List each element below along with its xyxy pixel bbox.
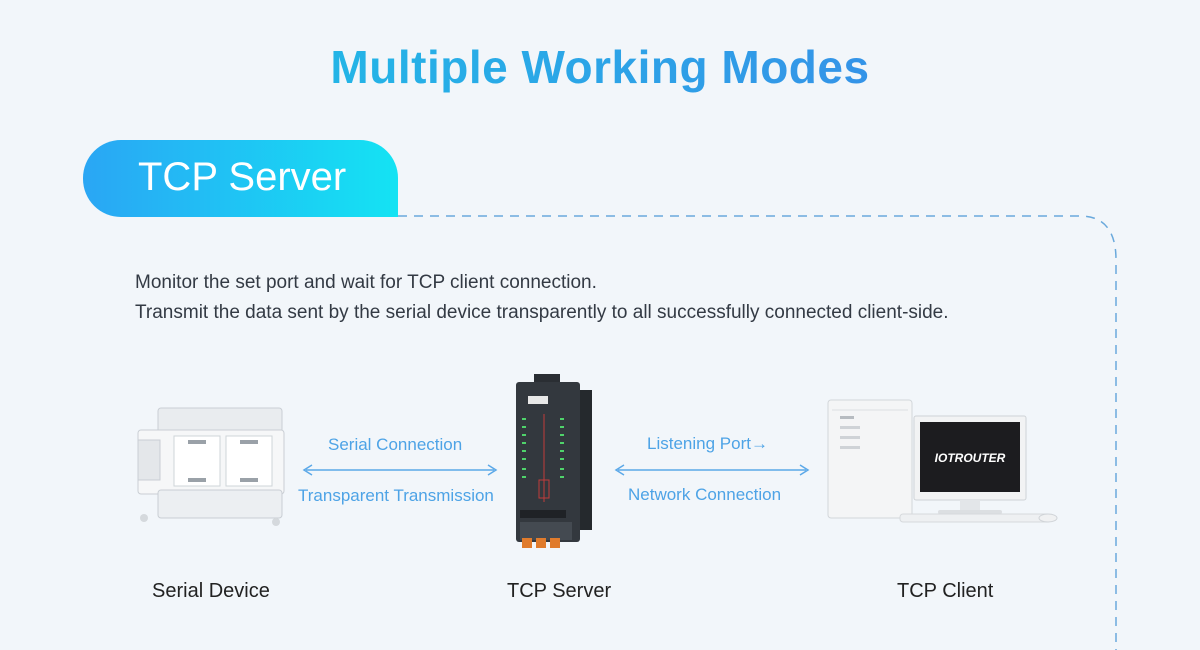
mode-tab: TCP Server [83,140,398,217]
network-connection-label: Network Connection [628,485,782,504]
tcp-client-label: TCP Client [897,580,994,602]
mode-tab-label: TCP Server [138,155,347,199]
description-line-2: Transmit the data sent by the serial dev… [135,302,949,323]
page-title: Multiple Working Modes [0,40,1200,94]
network-link-arrow [614,464,810,476]
description-line-1: Monitor the set port and wait for TCP cl… [135,272,597,293]
listening-port-label: Listening Port→ [647,434,768,453]
tcp-server-image [516,374,592,548]
tcp-client-image: IOTROUTER [827,399,1058,523]
monitor-brand-logo: IOTROUTER [935,451,1006,465]
serial-device-label: Serial Device [152,580,270,602]
tcp-server-label: TCP Server [507,580,612,602]
serial-device-image [137,407,285,526]
serial-connection-label: Serial Connection [328,435,463,454]
transparent-transmission-label: Transparent Transmission [298,486,494,505]
mode-description: Monitor the set port and wait for TCP cl… [135,268,949,328]
serial-link-arrow [302,464,498,476]
